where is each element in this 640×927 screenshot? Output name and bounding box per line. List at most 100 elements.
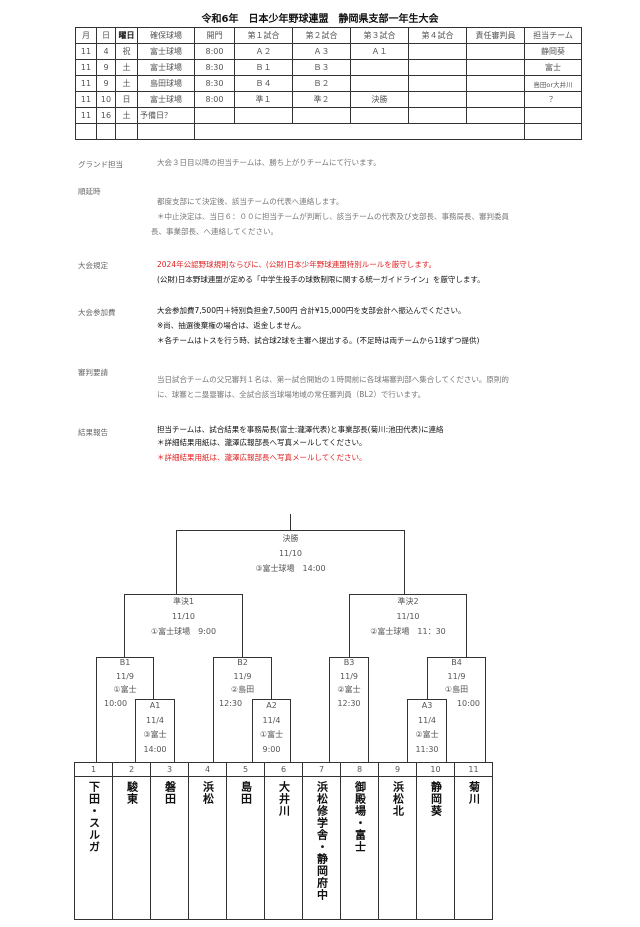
table-cell: 島田球場 <box>137 75 195 92</box>
team-column: 4 浜松 <box>188 762 227 920</box>
text-line: B4 <box>451 658 462 667</box>
team-number: 9 <box>379 763 416 777</box>
table-cell: 11 <box>75 59 97 76</box>
table-cell: 島田or大井川 <box>524 75 582 92</box>
table-cell: 土 <box>115 107 138 124</box>
ground-text: 大会３日目以降の担当チームは、勝ち上がりチームにて行います。 <box>157 158 381 167</box>
header-cell: 第２試合 <box>292 27 351 44</box>
team-column: 11 菊川 <box>454 762 493 920</box>
text-line: (公財)日本野球連盟が定める「中学生投手の球数制限に関する統一ガイドライン」を厳… <box>157 275 485 284</box>
table-cell <box>466 107 525 124</box>
team-name: 菊川 <box>467 781 481 805</box>
team-name: 磐田 <box>163 781 177 805</box>
table-cell: 11 <box>75 91 97 108</box>
rain-text: 都度支部にて決定後、該当チームの代表へ連絡します。 ＊中止決定は、当日６：００に… <box>151 194 509 239</box>
table-cell: 11 <box>75 75 97 92</box>
text-line: ①富士球場 9:00 <box>150 627 217 636</box>
table-cell <box>408 75 467 92</box>
text-line: 11/9 <box>116 671 134 681</box>
text-line: ※尚、抽選後棄権の場合は、返金しません。 <box>157 321 306 330</box>
team-number: 4 <box>189 763 226 777</box>
text-line: 10:00 <box>456 698 480 708</box>
table-cell <box>408 91 467 108</box>
header-cell: 第１試合 <box>234 27 293 44</box>
team-name: 浜松 <box>201 781 215 805</box>
text-line: 2024年公認野球規則ならびに、(公財)日本少年野球連盟特別ルールを厳守します。 <box>157 260 436 269</box>
text-line: 11/9 <box>233 671 252 681</box>
text-line: ＊詳細結果用紙は、瀧澤広報部長へ写真メールしてください。 <box>157 453 367 462</box>
text-line: に、球審と二塁塁審は、全試合該当球場地域の常任審判員（BL2）で行います。 <box>157 390 426 399</box>
table-cell <box>408 43 467 60</box>
table-cell: Ａ２ <box>234 43 293 60</box>
text-line: 11/4 <box>262 715 281 725</box>
text-line: A2 <box>266 701 277 710</box>
team-number: 5 <box>227 763 264 777</box>
team-number: 11 <box>455 763 492 777</box>
report-label: 結果報告 <box>78 428 108 437</box>
table-cell <box>466 91 525 108</box>
team-name: 大井川 <box>277 781 291 817</box>
text-line: 当日試合チームの父兄審判１名は、第一試合開始の１時間前に各球場審判部へ集合してく… <box>157 375 509 384</box>
text-line: 大会参加費7,500円＋特別負担金7,500円 合計¥15,000円を支部会計へ… <box>157 306 466 315</box>
text-line: ②富士 <box>337 685 361 694</box>
header-cell: 担当チーム <box>524 27 582 44</box>
table-cell: 祝 <box>115 43 138 60</box>
team-number: 2 <box>113 763 150 777</box>
table-cell: 富士球場 <box>137 59 195 76</box>
table-cell: Ｂ３ <box>292 59 351 76</box>
text-line: ③富士 <box>143 730 167 739</box>
text-line: A3 <box>421 701 433 710</box>
text-line: ②富士 <box>415 730 439 739</box>
text-line: 11/9 <box>340 671 358 681</box>
text-line: 11/10 <box>396 612 420 621</box>
table-cell: 富士球場 <box>137 43 195 60</box>
text-line: ＊詳細結果用紙は、瀧澤広報部長へ写真メールしてください。 <box>157 438 367 447</box>
ground-label: グランド担当 <box>78 160 123 169</box>
table-cell <box>408 59 467 76</box>
table-cell: 日 <box>115 91 138 108</box>
table-cell <box>466 59 525 76</box>
text-line: 12:30 <box>337 698 361 708</box>
report-text: 担当チームは、試合結果を事務局長(富士:瀧澤代表)と事業部長(菊川:池田代表)に… <box>157 423 444 464</box>
table-cell: Ａ３ <box>292 43 351 60</box>
table-cell: 富士 <box>524 59 582 76</box>
table-cell <box>524 107 582 124</box>
header-cell: 第４試合 <box>408 27 467 44</box>
table-cell <box>350 107 409 124</box>
semi2-box <box>349 594 467 658</box>
table-cell: 11 <box>75 43 97 60</box>
table-cell: ？ <box>524 91 582 108</box>
text-line: B1 <box>119 658 131 667</box>
table-cell <box>350 59 409 76</box>
text-line: ③富士球場 14:00 <box>255 564 326 573</box>
team-number: 7 <box>303 763 340 777</box>
a2-box <box>252 699 291 763</box>
text-line: 長、事業部長、へ連絡してください。 <box>151 227 279 236</box>
text-line: 準決2 <box>397 597 419 606</box>
header-cell: 第３試合 <box>350 27 409 44</box>
team-number: 1 <box>75 763 112 777</box>
team-number: 6 <box>265 763 302 777</box>
team-name: 浜松北 <box>391 781 405 817</box>
text-line: 11/10 <box>278 549 303 558</box>
table-cell <box>408 107 467 124</box>
table-cell <box>292 107 351 124</box>
table-cell: Ｂ２ <box>292 75 351 92</box>
a1-box <box>135 699 175 763</box>
text-line: 14:00 <box>143 744 167 754</box>
text-line: ①富士 <box>259 730 284 739</box>
